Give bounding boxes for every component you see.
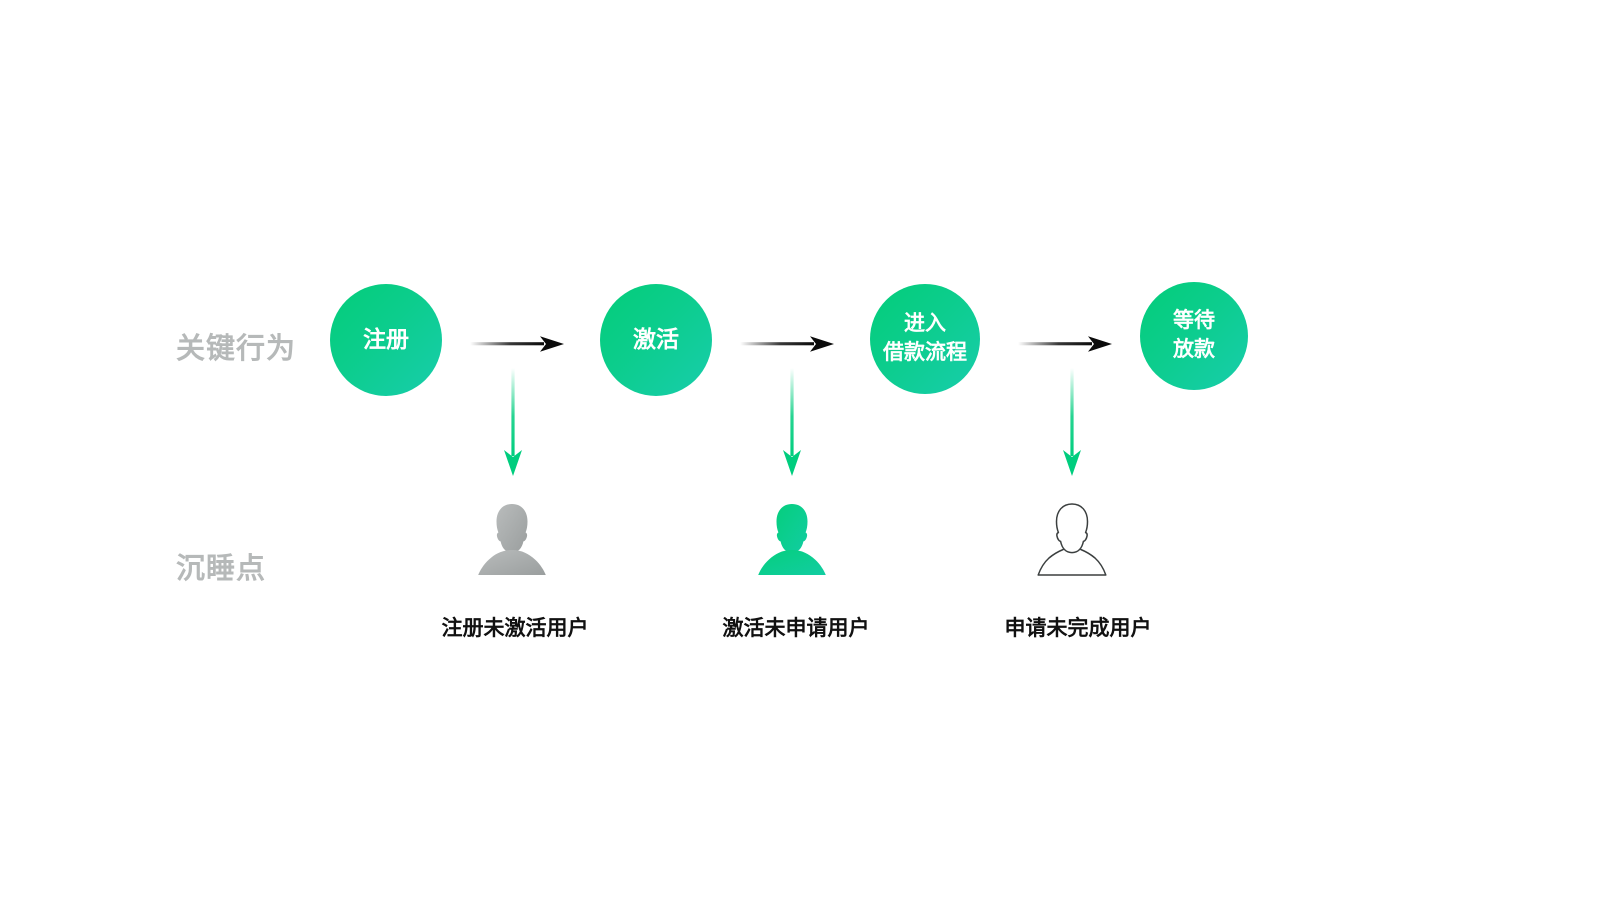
arrow-right-icon	[470, 336, 564, 352]
stage-node-label: 注册	[363, 326, 409, 353]
row-label-dormant-point: 沉睡点	[176, 553, 267, 585]
arrow-right-icon	[1018, 336, 1112, 352]
stage-node-label-line2: 放款	[1173, 338, 1215, 361]
dormant-caption: 申请未完成用户	[1004, 617, 1152, 640]
stage-node-label-line1: 等待	[1173, 309, 1215, 333]
stage-node-await-payout[interactable]: 等待 放款	[1140, 282, 1248, 390]
stage-node-register[interactable]: 注册	[330, 284, 442, 396]
stage-node-loan-flow[interactable]: 进入 借款流程	[870, 284, 980, 394]
stage-node-label-line1: 进入	[904, 312, 946, 336]
person-outline-icon	[1037, 503, 1107, 576]
arrow-down-icon	[504, 368, 522, 476]
person-filled-gray-icon	[478, 504, 546, 575]
row-label-key-action: 关键行为	[176, 333, 297, 365]
stage-node-label-line2: 借款流程	[883, 341, 967, 364]
stage-node-label: 激活	[633, 326, 679, 353]
arrow-down-icon	[783, 368, 801, 476]
arrow-right-icon	[740, 336, 834, 352]
arrow-down-icon	[1063, 368, 1081, 476]
stage-node-activate[interactable]: 激活	[600, 284, 712, 396]
dormant-caption: 注册未激活用户	[441, 617, 589, 640]
person-filled-green-icon	[758, 504, 826, 575]
dormant-caption: 激活未申请用户	[722, 617, 870, 640]
